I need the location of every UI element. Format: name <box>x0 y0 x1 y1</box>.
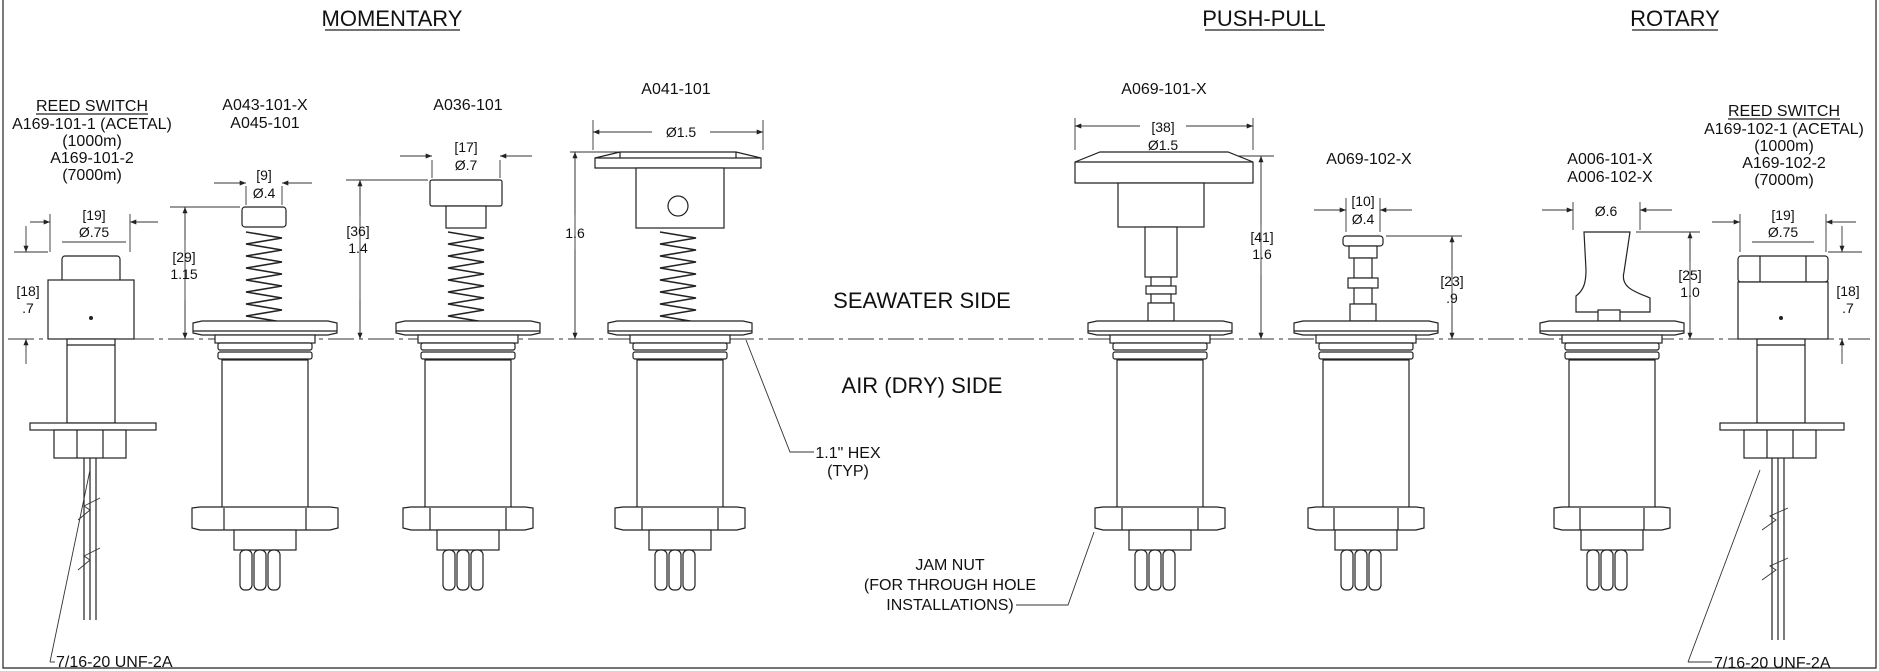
jam-nut-line-1: JAM NUT <box>915 557 985 574</box>
reed-left-title: REED SWITCH <box>36 98 148 115</box>
a069-102-dia-mm: [10] <box>1351 193 1374 209</box>
reed-left-part-2: A169-101-2 <box>50 150 134 167</box>
switch-a069-102: A069-102-X [10] Ø.4 [23] .9 <box>1293 151 1464 591</box>
hex-note-line-1: 1.1" HEX <box>815 445 881 462</box>
switch-a036: A036-101 [17] Ø.7 [36] 1.4 <box>346 97 541 591</box>
a006-label-1: A006-101-X <box>1567 151 1653 168</box>
reed-left-depth-1: (1000m) <box>62 133 122 150</box>
hex-note-line-2: (TYP) <box>827 463 869 480</box>
a069-101-label: A069-101-X <box>1121 81 1207 98</box>
heading-push-pull: PUSH-PULL <box>1202 6 1325 31</box>
reed-right-part-2: A169-102-2 <box>1742 155 1826 172</box>
a069-102-dia-in: Ø.4 <box>1352 211 1375 227</box>
a036-h-in: 1.4 <box>348 240 368 256</box>
a043-label-2: A045-101 <box>230 115 299 132</box>
heading-momentary: MOMENTARY <box>322 6 463 31</box>
reed-left-part-1: A169-101-1 (ACETAL) <box>12 116 172 133</box>
switch-a041: A041-101 Ø1.5 1.6 1.1" HEX (TYP) <box>565 81 881 591</box>
reed-left-thread: 7/16-20 UNF-2A <box>56 654 173 671</box>
reed-left-depth-2: (7000m) <box>62 167 122 184</box>
a006-h-mm: [25] <box>1678 267 1701 283</box>
a006-dia-in: Ø.6 <box>1595 203 1618 219</box>
air-side-label: AIR (DRY) SIDE <box>842 373 1003 398</box>
reed-right-title: REED SWITCH <box>1728 103 1840 120</box>
heading-rotary: ROTARY <box>1630 6 1720 31</box>
reed-right-depth-2: (7000m) <box>1754 172 1814 189</box>
jam-nut-line-3: INSTALLATIONS) <box>886 597 1013 614</box>
reed-right-thread: 7/16-20 UNF-2A <box>1714 655 1831 671</box>
a069-102-h-mm: [23] <box>1440 273 1463 289</box>
a069-102-h-in: .9 <box>1446 290 1458 306</box>
a043-h-mm: [29] <box>172 249 195 265</box>
a041-dia-in: Ø1.5 <box>666 124 697 140</box>
a069-101-h-mm: [41] <box>1250 229 1273 245</box>
a036-dia-in: Ø.7 <box>455 157 478 173</box>
a043-label-1: A043-101-X <box>222 97 308 114</box>
a041-label: A041-101 <box>641 81 710 98</box>
reed-right-part-1: A169-102-1 (ACETAL) <box>1704 121 1864 138</box>
switch-a069-101: A069-101-X [38] Ø1.5 [41] 1.6 <box>864 81 1274 614</box>
a069-101-dia-mm: [38] <box>1151 119 1174 135</box>
reed-left-h-in: .7 <box>22 300 34 316</box>
a041-h-in: 1.6 <box>565 225 585 241</box>
a069-102-label: A069-102-X <box>1326 151 1412 168</box>
a043-dia-in: Ø.4 <box>253 185 276 201</box>
a036-label: A036-101 <box>433 97 502 114</box>
seawater-side-label: SEAWATER SIDE <box>833 288 1011 313</box>
jam-nut-line-2: (FOR THROUGH HOLE <box>864 577 1036 594</box>
a043-h-in: 1.15 <box>170 266 197 282</box>
a036-h-mm: [36] <box>346 223 369 239</box>
a069-101-dia-in: Ø1.5 <box>1148 137 1179 153</box>
reed-left-h-mm: [18] <box>16 283 39 299</box>
a069-101-h-in: 1.6 <box>1252 246 1272 262</box>
reed-switch-left: REED SWITCH A169-101-1 (ACETAL) (1000m) … <box>12 98 173 671</box>
switch-a006: A006-101-X A006-102-X Ø.6 [25] 1.0 <box>1539 151 1702 591</box>
switch-a043: A043-101-X A045-101 [9] Ø.4 [29] 1.15 <box>170 97 339 591</box>
reed-right-depth-1: (1000m) <box>1754 138 1814 155</box>
a006-label-2: A006-102-X <box>1567 169 1653 186</box>
reed-right-h-in: .7 <box>1842 300 1854 316</box>
reed-right-dia-in: Ø.75 <box>1768 224 1799 240</box>
reed-right-h-mm: [18] <box>1836 283 1859 299</box>
a036-dia-mm: [17] <box>454 139 477 155</box>
a043-dia-mm: [9] <box>256 167 272 183</box>
reed-right-dia-mm: [19] <box>1771 207 1794 223</box>
reed-switch-right: REED SWITCH A169-102-1 (ACETAL) (1000m) … <box>1687 103 1864 671</box>
reed-left-dia-mm: [19] <box>82 207 105 223</box>
reed-left-dia-in: Ø.75 <box>79 224 110 240</box>
a006-h-in: 1.0 <box>1680 284 1700 300</box>
